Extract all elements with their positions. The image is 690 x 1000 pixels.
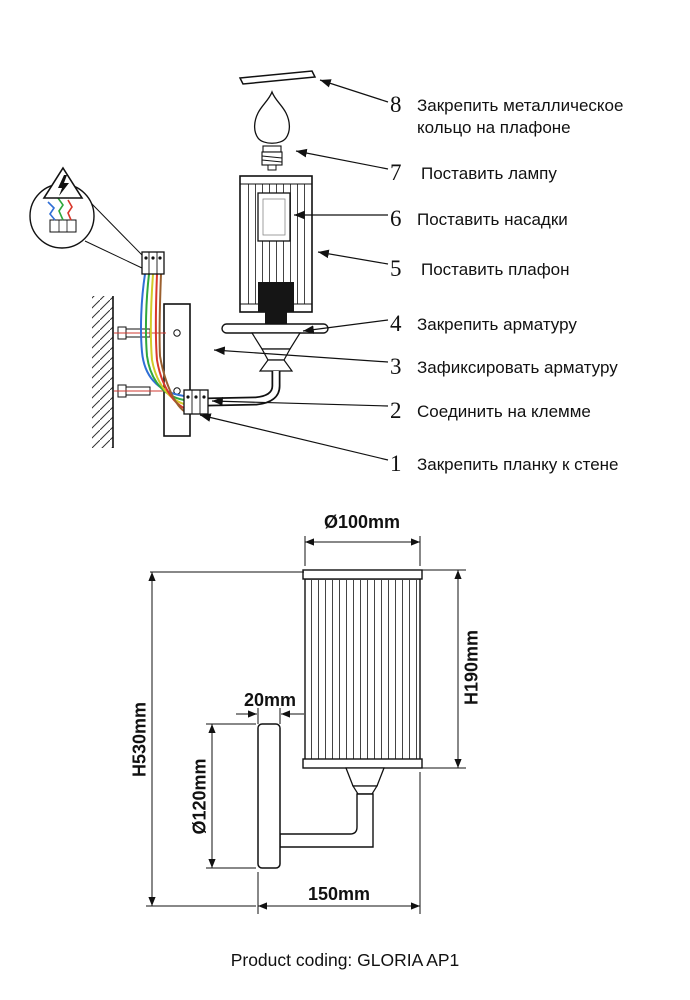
wires	[140, 273, 185, 412]
step-1-label: Закрепить планку к стене	[417, 455, 619, 474]
leader-3	[213, 346, 389, 363]
terminal-block-bottom	[183, 389, 209, 415]
dim-arm	[279, 767, 385, 848]
step-6-number: 6	[390, 206, 402, 231]
dim-plate-thickness: 20mm	[243, 690, 297, 710]
step-7-number: 7	[390, 160, 402, 185]
step-4-number: 4	[390, 311, 402, 336]
warning-triangle-icon	[42, 166, 84, 199]
shade	[239, 175, 313, 324]
step-5-label: Поставить плафон	[421, 260, 570, 279]
dim-depth: 150mm	[307, 884, 371, 904]
dim-wall-plate	[257, 723, 281, 869]
mounting-plank	[163, 303, 191, 437]
step-7-label: Поставить лампу	[421, 164, 557, 183]
wiring-detail-circle	[29, 183, 143, 269]
wall	[92, 296, 114, 448]
lamp-bulb	[253, 90, 291, 171]
fitting	[205, 323, 329, 407]
leader-1	[199, 413, 389, 461]
step-2-number: 2	[390, 398, 402, 423]
leader-7	[295, 148, 389, 170]
metal-ring	[238, 70, 317, 85]
step-3-label: Зафиксировать арматуру	[417, 358, 618, 377]
terminal-block-top	[141, 251, 165, 275]
step-2-label: Соединить на клемме	[417, 402, 591, 421]
dim-top-diameter: Ø100mm	[323, 512, 401, 532]
lightning-icon	[58, 175, 69, 196]
screw-bottom	[114, 384, 166, 398]
dim-total-height: H530mm	[129, 701, 150, 778]
step-8-number: 8	[390, 92, 402, 117]
dimension-view	[146, 536, 466, 914]
exploded-view	[29, 70, 389, 461]
step-5-number: 5	[390, 256, 402, 281]
step-6-label: Поставить насадки	[417, 210, 568, 229]
dim-shade	[302, 569, 423, 769]
leader-2	[211, 396, 389, 407]
socket	[258, 282, 294, 312]
leader-4	[302, 319, 389, 334]
step-1-number: 1	[390, 451, 402, 476]
step-8-label: Закрепить металлическое кольцо на плафон…	[417, 96, 624, 137]
step-3-number: 3	[390, 354, 402, 379]
dim-shade-height: H190mm	[461, 629, 482, 706]
leader-lines	[199, 79, 389, 461]
wire-brown	[158, 273, 185, 412]
leader-5	[317, 249, 389, 265]
step-4-label: Закрепить арматуру	[417, 315, 577, 334]
dim-plate-diameter: Ø120mm	[189, 758, 210, 835]
product-coding: Product coding: GLORIA AP1	[230, 950, 460, 970]
dimension-lines	[146, 536, 466, 914]
leader-8	[319, 79, 389, 103]
